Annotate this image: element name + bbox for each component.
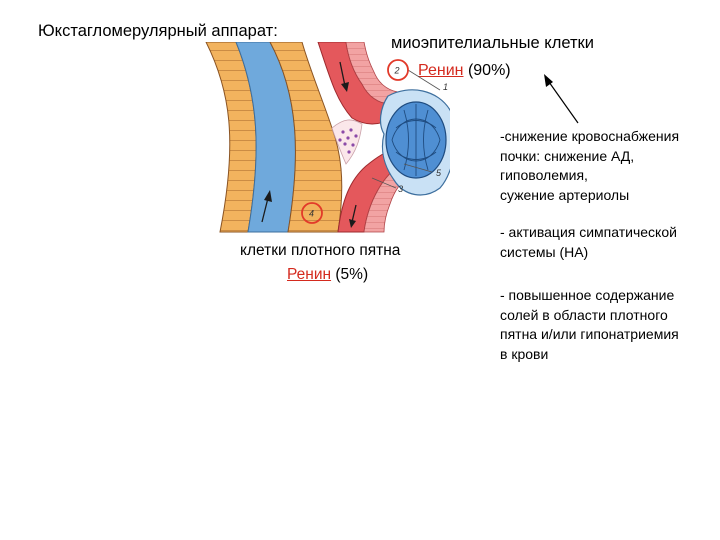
stimulus-item: -снижение кровоснабжения почки: снижение… <box>500 128 680 203</box>
figure-number: 2 <box>394 66 400 76</box>
mesangial-granules <box>338 128 358 154</box>
renin-word: Ренин <box>287 266 332 283</box>
glomerular-capillaries <box>391 104 441 176</box>
page-title: Юкстагломерулярный аппарат: <box>38 22 278 40</box>
myoepithelial-cells-label: миоэпителиальные клетки <box>391 34 594 52</box>
stimulus-item: - повышенное содержание солей в области … <box>500 287 679 362</box>
figure-number: 4 <box>309 209 314 219</box>
stimulus-item: - активация симпатической системы (НА) <box>500 224 677 260</box>
renin-word: Ренин <box>418 62 464 79</box>
figure-number: 1 <box>443 82 448 92</box>
renin-90-label: Ренин (90%) <box>418 62 511 80</box>
renin-share: (5%) <box>335 266 369 283</box>
figure-number: 5 <box>436 168 442 178</box>
callout-circle-2 <box>387 59 409 81</box>
callout-circle-4 <box>301 202 323 224</box>
renin-5-label: Ренин (5%) <box>287 266 368 284</box>
pointer-arrow <box>544 74 579 124</box>
macula-densa-cells <box>269 42 343 233</box>
stimuli-list: -снижение кровоснабжения почки: снижение… <box>500 127 718 382</box>
renin-share: (90%) <box>467 62 511 79</box>
figure-number: 3 <box>398 184 403 194</box>
macula-densa-label: клетки плотного пятна <box>240 242 401 259</box>
